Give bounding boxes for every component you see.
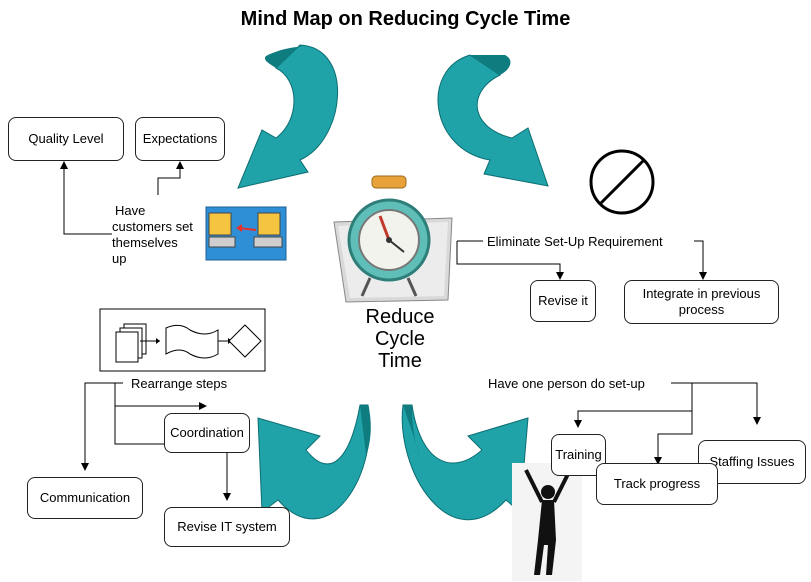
branch-label-line: up <box>112 251 127 266</box>
circular-arrow-icon <box>437 54 549 187</box>
page-title: Mind Map on Reducing Cycle Time <box>240 8 571 30</box>
branch-label-eliminate: Eliminate Set-Up Requirement <box>487 234 663 249</box>
branch-label-rearrange: Rearrange steps <box>131 376 228 391</box>
circular-arrow-icon <box>257 404 371 520</box>
center-topic-line: Time <box>378 350 422 372</box>
node-revise-it: Revise it <box>530 280 596 322</box>
connector-staffing <box>692 382 761 425</box>
branch-label-line: customers set <box>112 219 193 234</box>
node-quality-level: Quality Level <box>8 117 124 161</box>
connector-integrate <box>694 240 707 280</box>
node-communication: Communication <box>27 477 143 519</box>
circular-arrow-icon <box>237 44 339 189</box>
branch-label-customers: Have customers set themselves up <box>112 203 193 267</box>
connector-track-progress <box>654 383 693 465</box>
center-topic-line: Reduce <box>365 306 435 328</box>
node-integrate-previous-process: Integrate in previous process <box>624 280 779 324</box>
node-expectations: Expectations <box>135 117 225 161</box>
node-coordination: Coordination <box>164 413 250 453</box>
branch-label-line: Have <box>115 203 146 218</box>
branch-label-line: themselves <box>112 235 178 250</box>
node-revise-it-system: Revise IT system <box>164 507 290 547</box>
connector-communication <box>81 382 97 471</box>
center-topic: Reduce Cycle Time <box>345 306 455 372</box>
connector-quality-level <box>60 161 112 235</box>
circular-arrow-icon <box>401 404 529 521</box>
node-track-progress: Track progress <box>596 463 718 505</box>
connector-revise-it <box>456 241 564 280</box>
connector-expectations <box>157 161 184 195</box>
branch-label-one-person: Have one person do set-up <box>488 376 645 391</box>
center-topic-line: Cycle <box>374 328 425 350</box>
